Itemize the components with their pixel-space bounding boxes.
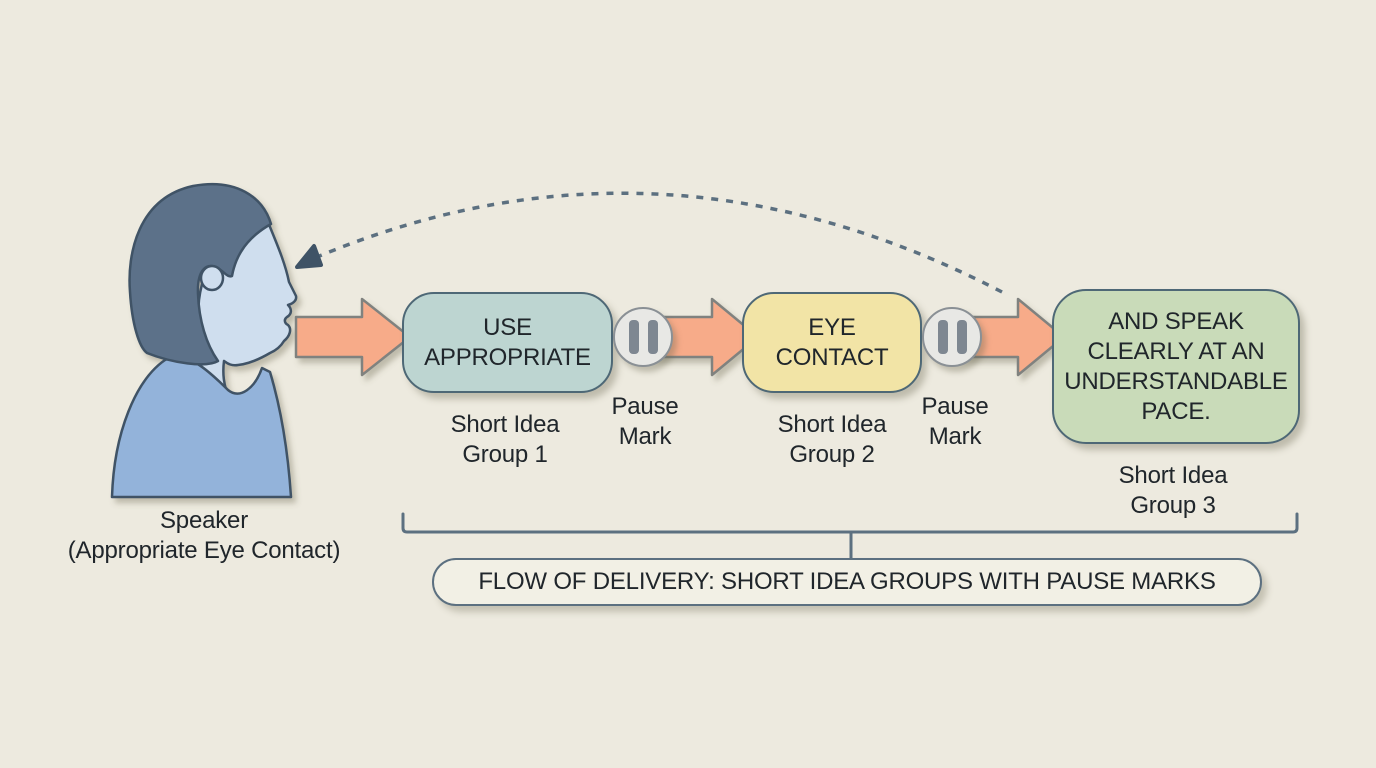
idea-group-1-box: USE APPROPRIATE: [402, 292, 613, 393]
pause-mark-1: [613, 307, 673, 367]
idea-group-2-box: EYE CONTACT: [742, 292, 922, 393]
idea-group-1-text-line: USE: [483, 313, 532, 341]
gaze-arc: [309, 191, 1003, 294]
pause-icon: [956, 320, 967, 354]
idea-group-3-caption: Short Idea Group 3: [1118, 462, 1228, 519]
pause-icon: [937, 320, 948, 354]
speaker-ear: [199, 264, 225, 292]
gaze-arrowhead: [295, 244, 323, 269]
idea-group-2-caption: Short Idea Group 2: [777, 411, 887, 468]
idea-group-3-text-line: PACE.: [1141, 397, 1211, 425]
speaker-torso: [110, 355, 293, 499]
flow-of-delivery-banner: FLOW OF DELIVERY: SHORT IDEA GROUPS WITH…: [432, 558, 1262, 606]
speaker-caption: Speaker (Appropriate Eye Contact): [67, 507, 341, 564]
idea-group-3-text-line: UNDERSTANDABLE: [1064, 367, 1288, 395]
idea-group-3-box: AND SPEAK CLEARLY AT AN UNDERSTANDABLE P…: [1052, 289, 1300, 444]
pause-icon: [647, 320, 658, 354]
pause-icon: [628, 320, 639, 354]
idea-group-1-caption: Short Idea Group 1: [450, 411, 560, 468]
pause-mark-1-caption: Pause Mark: [611, 393, 679, 450]
idea-group-2-text-line: EYE: [808, 313, 856, 341]
idea-group-1-text-line: APPROPRIATE: [424, 343, 591, 371]
pause-mark-2: [922, 307, 982, 367]
flow-arrow-1: [294, 297, 412, 377]
idea-group-2-text-line: CONTACT: [775, 343, 889, 371]
banner-label: FLOW OF DELIVERY: SHORT IDEA GROUPS WITH…: [478, 568, 1216, 595]
flow-bracket: [401, 512, 1299, 560]
idea-group-3-text-line: AND SPEAK: [1108, 307, 1244, 335]
idea-group-3-text-line: CLEARLY AT AN: [1087, 337, 1265, 365]
speaker-figure: [110, 182, 298, 499]
pause-mark-2-caption: Pause Mark: [921, 393, 989, 450]
